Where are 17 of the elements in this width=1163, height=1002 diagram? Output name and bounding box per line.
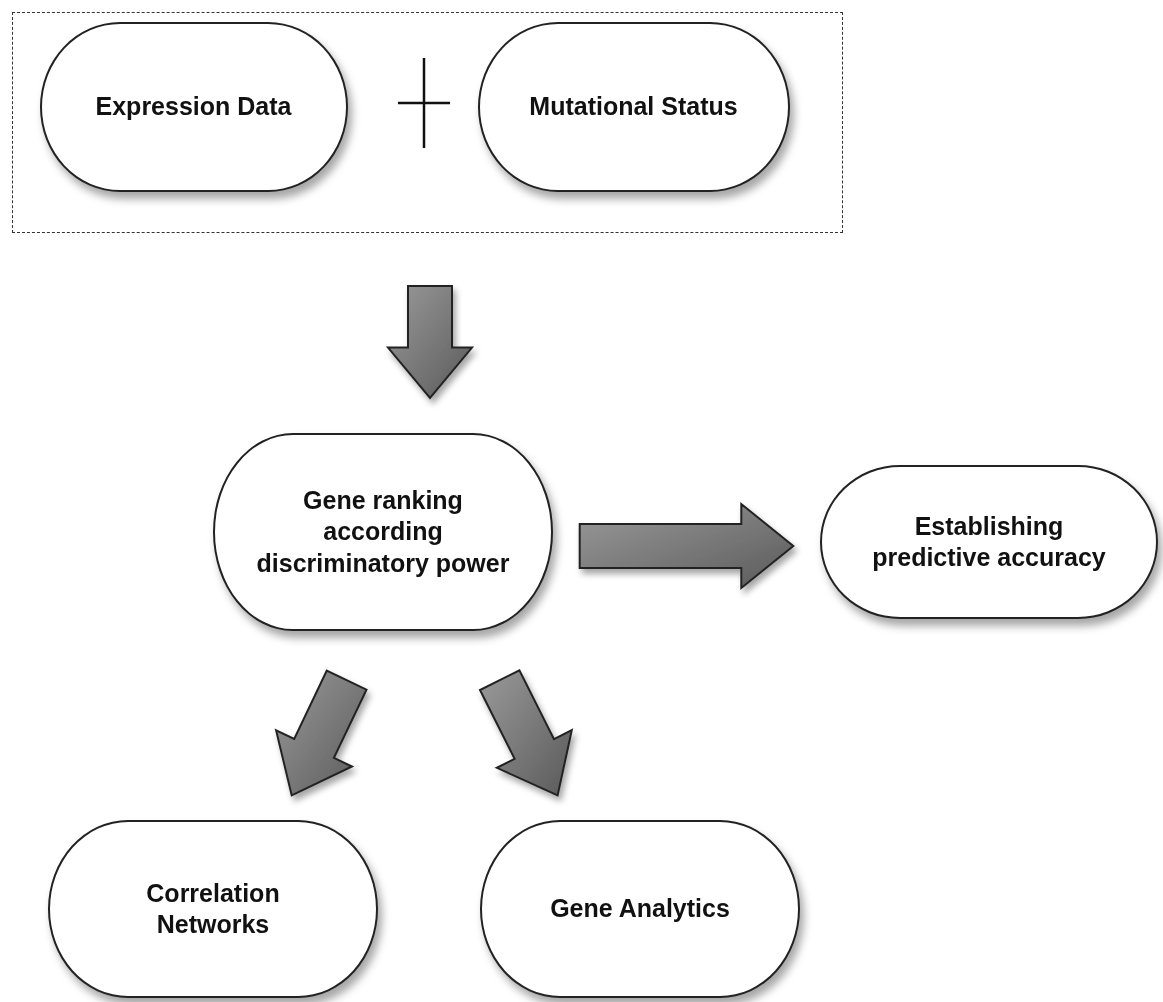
node-label: Gene ranking according discriminatory power (255, 485, 511, 579)
block-arrow (274, 669, 368, 797)
rounded-process-box (48, 820, 378, 998)
rounded-process-box (477, 21, 790, 192)
rounded-process-box (213, 433, 553, 631)
node-label: Expression Data (95, 90, 292, 122)
dashed-group-box (12, 12, 843, 233)
block-arrow (478, 668, 574, 797)
node-label: Establishing predictive accuracy (871, 510, 1107, 573)
node-label: Mutational Status (529, 90, 738, 122)
block-arrow (385, 285, 475, 400)
node-label: Correlation Networks (145, 877, 281, 940)
rounded-process-box (39, 21, 348, 192)
block-arrow (578, 501, 795, 591)
rounded-process-box (820, 465, 1158, 619)
rounded-process-box (480, 820, 800, 998)
node-label: Gene Analytics (550, 893, 730, 925)
